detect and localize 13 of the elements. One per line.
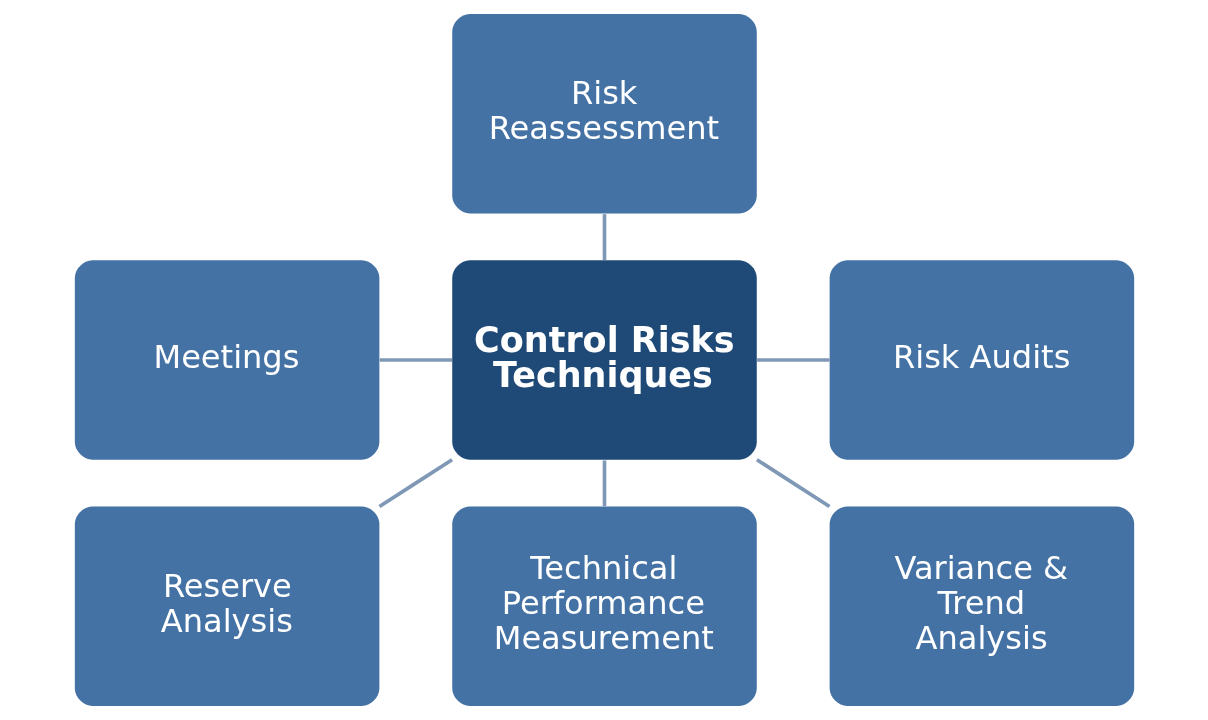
connector [756,358,830,362]
connector [378,458,453,509]
node-box: Reserve Analysis [74,506,379,707]
connector [602,460,606,507]
node-box: Risk Audits [829,260,1134,460]
connector [755,458,830,509]
node-box: Variance & Trend Analysis [829,506,1134,707]
connector [379,358,452,362]
node-box: Meetings [74,260,379,460]
node-box: Risk Reassessment [451,13,757,214]
node-box: Technical Performance Measurement [451,506,757,707]
connector [602,214,606,261]
node-box: Control Risks Techniques [451,260,757,460]
